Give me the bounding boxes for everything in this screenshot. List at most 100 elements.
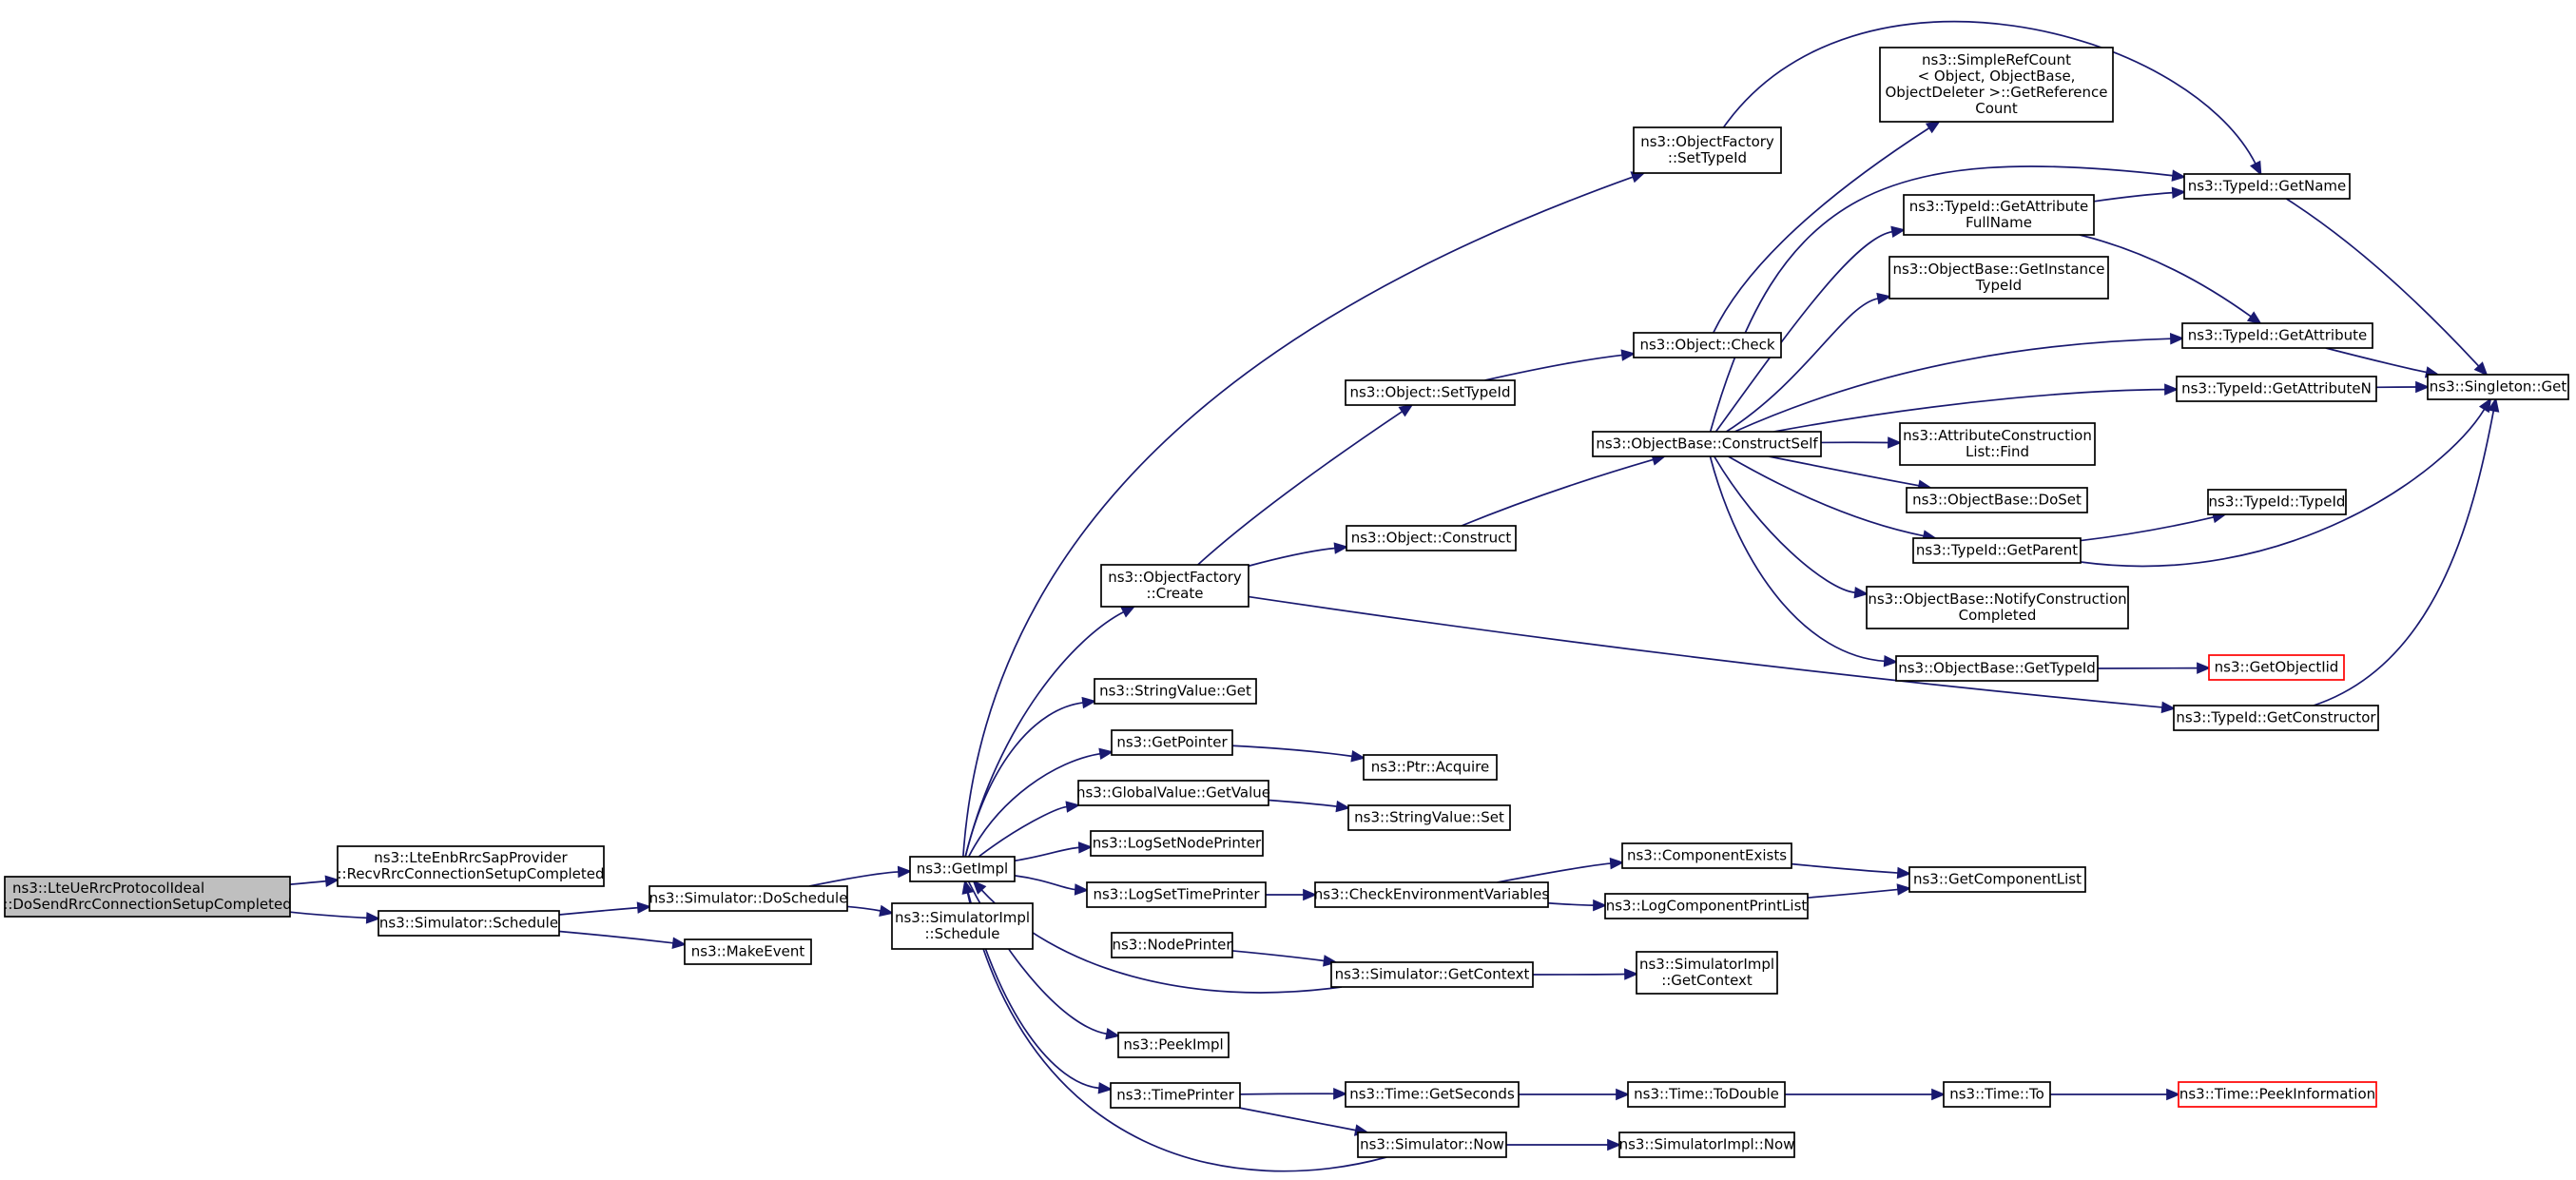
edge-line (2080, 515, 2215, 542)
node-constructself[interactable]: ns3::ObjectBase::ConstructSelf (1592, 431, 1822, 457)
node-schedule[interactable]: ns3::Simulator::Schedule (378, 910, 560, 937)
edge-logsettime-to-checkenv (1266, 888, 1318, 901)
node-label: ::Create (1147, 585, 1204, 602)
edge-arrowhead (2169, 332, 2185, 345)
edge-getimpl-to-ofcreate (964, 605, 1136, 858)
node-tidgetname[interactable]: ns3::TypeId::GetName (2183, 173, 2351, 200)
node-checkenv[interactable]: ns3::CheckEnvironmentVariables (1314, 881, 1550, 908)
node-box (2207, 489, 2347, 515)
node-strget[interactable]: ns3::StringValue::Get (1094, 678, 1257, 705)
node-strset[interactable]: ns3::StringValue::Set (1347, 804, 1511, 831)
node-label: ns3::ObjectBase::NotifyConstruction (1868, 590, 2126, 608)
node-tidtypeid[interactable]: ns3::TypeId::TypeId (2207, 489, 2347, 515)
node-timetodouble[interactable]: ns3::Time::ToDouble (1627, 1081, 1786, 1108)
node-ofsettypeid[interactable]: ns3::ObjectFactory::SetTypeId (1633, 126, 1782, 174)
node-simimplnow[interactable]: ns3::SimulatorImpl::Now (1618, 1132, 1795, 1158)
node-objsettypeid[interactable]: ns3::Object::SetTypeId (1345, 379, 1516, 406)
node-box (1903, 194, 2095, 236)
edge-getparent-to-tidtypeid (2080, 511, 2228, 542)
node-label: ns3::LogSetTimePrinter (1093, 886, 1260, 903)
edge-arrowhead (1876, 292, 1892, 305)
node-box (1895, 655, 2099, 682)
node-tidgetattrn[interactable]: ns3::TypeId::GetAttributeN (2176, 376, 2377, 402)
node-logcompprint[interactable]: ns3::LogComponentPrintList (1604, 893, 1809, 919)
node-simimplsched[interactable]: ns3::SimulatorImpl::Schedule (891, 902, 1034, 950)
node-timeto[interactable]: ns3::Time::To (1943, 1081, 2051, 1108)
node-getobjectiid[interactable]: ns3::GetObjectIid (2208, 654, 2345, 681)
node-recv[interactable]: ns3::LteEnbRrcSapProvider::RecvRrcConnec… (337, 845, 605, 887)
node-getparent[interactable]: ns3::TypeId::GetParent (1912, 537, 2082, 564)
node-box (1912, 537, 2082, 564)
node-compexists[interactable]: ns3::ComponentExists (1621, 842, 1792, 869)
node-tidgetattr[interactable]: ns3::TypeId::GetAttribute (2181, 322, 2373, 349)
edge-arrowhead (961, 879, 974, 895)
edge-checkenv-to-logcompprint (1547, 899, 1608, 912)
node-label: ns3::GetComponentList (1913, 871, 2082, 888)
node-notifyconst[interactable]: ns3::ObjectBase::NotifyConstructionCompl… (1866, 586, 2129, 629)
node-box (1357, 1132, 1507, 1158)
edge-gvgetvalue-to-strset (1268, 799, 1351, 813)
edge-ofcreate-to-tidgetctor (1248, 595, 2177, 714)
node-box (1111, 729, 1233, 756)
edge-arrowhead (1620, 349, 1637, 361)
node-box (1090, 830, 1264, 857)
node-logsetnode[interactable]: ns3::LogSetNodePrinter (1090, 830, 1264, 857)
node-logsettime[interactable]: ns3::LogSetTimePrinter (1086, 881, 1267, 908)
node-obgettypeid[interactable]: ns3::ObjectBase::GetTypeId (1895, 655, 2099, 682)
node-box (1621, 842, 1792, 869)
node-doschedule[interactable]: ns3::Simulator::DoSchedule (649, 885, 848, 912)
node-box (684, 938, 812, 965)
edge-arrowhead (1097, 1082, 1114, 1094)
edge-constructself-to-notifyconst (1713, 455, 1869, 599)
edge-line (558, 930, 674, 944)
node-objcheck[interactable]: ns3::Object::Check (1633, 332, 1782, 358)
edge-arrowhead (1081, 696, 1097, 709)
node-label: ns3::NodePrinter (1112, 937, 1232, 954)
node-label: ::Schedule (924, 925, 999, 942)
node-timepeek[interactable]: ns3::Time::PeekInformation (2178, 1081, 2377, 1108)
edge-arrowhead (1883, 655, 1899, 667)
node-objconstruct[interactable]: ns3::Object::Construct (1346, 525, 1517, 551)
node-label: ns3::Ptr::Acquire (1371, 759, 1489, 776)
node-box (1592, 431, 1822, 457)
edge-line (2080, 408, 2486, 568)
edge-line (2093, 191, 2174, 203)
edge-arrowhead (1896, 883, 1912, 896)
node-label: ns3::LogComponentPrintList (1606, 898, 1808, 915)
edge-getattrfull-to-tidgetname (2093, 186, 2187, 203)
node-peekimpl[interactable]: ns3::PeekImpl (1117, 1032, 1230, 1058)
node-box (649, 885, 848, 912)
node-nodeprinter[interactable]: ns3::NodePrinter (1111, 932, 1233, 958)
node-tidgetctor[interactable]: ns3::TypeId::GetConstructor (2173, 705, 2379, 731)
node-label: ns3::TypeId::GetAttribute (1909, 198, 2088, 215)
node-getpointer[interactable]: ns3::GetPointer (1111, 729, 1233, 756)
node-ptracquire[interactable]: ns3::Ptr::Acquire (1363, 754, 1498, 781)
node-box (1346, 525, 1517, 551)
node-label: ns3::ObjectFactory (1108, 569, 1242, 586)
node-label: ns3::TypeId::GetAttribute (2188, 327, 2367, 344)
node-singletonget[interactable]: ns3::Singleton::Get (2427, 374, 2569, 400)
node-label: ns3::Object::Construct (1351, 530, 1512, 547)
edge-line (1014, 846, 1080, 862)
node-getimpl[interactable]: ns3::GetImpl (909, 856, 1016, 882)
node-getcomplist[interactable]: ns3::GetComponentList (1908, 866, 2086, 893)
node-obdoset[interactable]: ns3::ObjectBase::DoSet (1906, 487, 2088, 513)
node-root[interactable]: ns3::LteUeRrcProtocolIdeal::DoSendRrcCon… (3, 876, 292, 918)
node-timegetsec[interactable]: ns3::Time::GetSeconds (1345, 1081, 1520, 1108)
edge-getimpl-to-getpointer (967, 747, 1114, 858)
node-gvgetvalue[interactable]: ns3::GlobalValue::GetValue (1076, 780, 1270, 806)
edge-simnow-to-simimplnow (1505, 1138, 1622, 1151)
node-srcgetref[interactable]: ns3::SimpleRefCount< Object, ObjectBase,… (1879, 47, 2114, 123)
node-simimplctx[interactable]: ns3::SimulatorImpl::GetContext (1636, 951, 1778, 995)
node-timeprinter[interactable]: ns3::TimePrinter (1110, 1082, 1241, 1109)
node-makeevent[interactable]: ns3::MakeEvent (684, 938, 812, 965)
edge-arrowhead (2473, 361, 2489, 377)
node-ofcreate[interactable]: ns3::ObjectFactory::Create (1100, 564, 1249, 608)
node-simgetctx[interactable]: ns3::Simulator::GetContext (1330, 961, 1534, 988)
node-simnow[interactable]: ns3::Simulator::Now (1357, 1132, 1507, 1158)
edge-line (964, 702, 1084, 858)
edge-line (1238, 1107, 1357, 1132)
